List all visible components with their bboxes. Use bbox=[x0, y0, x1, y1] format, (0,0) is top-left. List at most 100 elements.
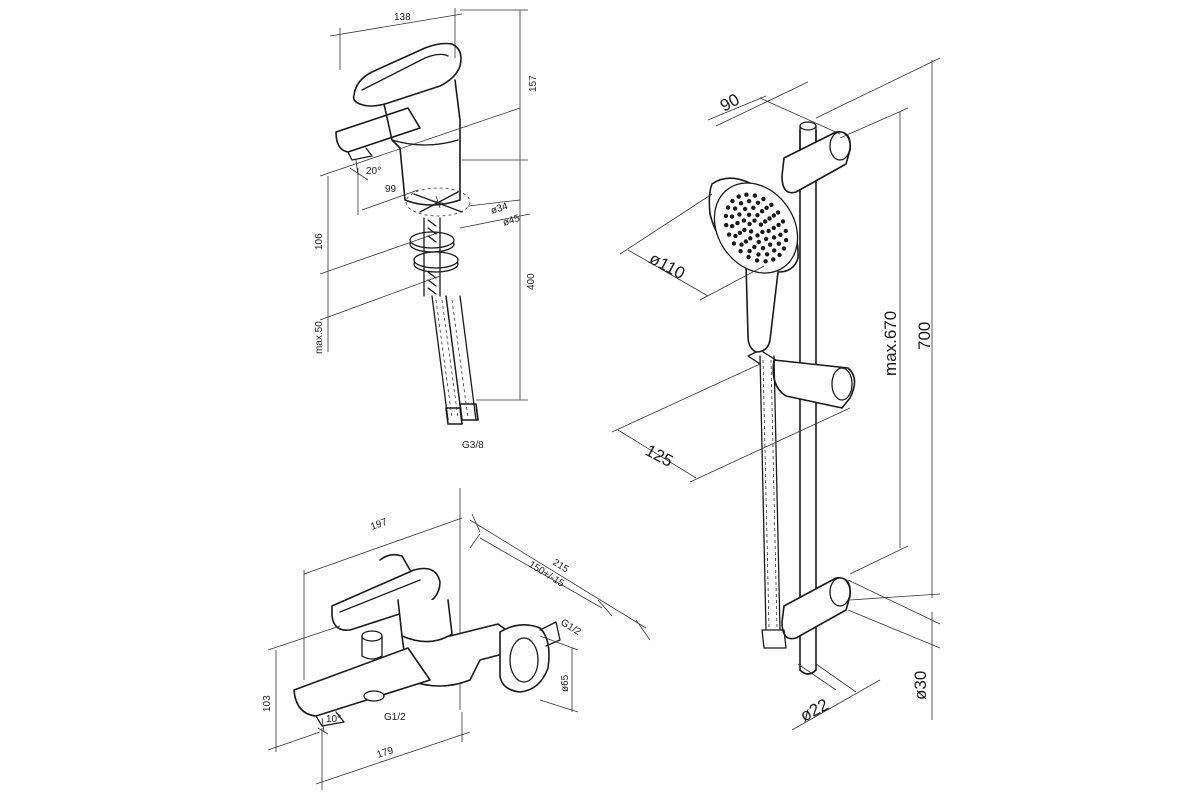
nozzle-dot bbox=[751, 205, 756, 210]
dim-label-90: 90 bbox=[717, 90, 743, 116]
nozzle-dot bbox=[725, 205, 731, 210]
nozzle-dot bbox=[776, 222, 781, 228]
nozzle-dot bbox=[759, 209, 765, 214]
rail-slider bbox=[772, 359, 856, 409]
nozzle-dot bbox=[755, 233, 760, 238]
nozzle-dot bbox=[746, 199, 752, 204]
nozzle-dot bbox=[752, 193, 758, 198]
dim-label-138: 138 bbox=[394, 12, 411, 23]
nozzle-dot bbox=[737, 230, 743, 236]
bath-mixer: 197 215 150+/-15 G1/2 10° G1/2 bbox=[262, 488, 651, 790]
dim-label-197: 197 bbox=[369, 517, 389, 533]
nozzle-dot bbox=[752, 218, 757, 223]
shower-set: 90 ø110 125 max.670 700 ø30 ø22 bbox=[611, 57, 941, 731]
nozzle-dot bbox=[754, 258, 760, 263]
nozzle-dot bbox=[735, 220, 740, 226]
nozzle-dot bbox=[781, 246, 787, 251]
nozzle-dot bbox=[730, 198, 735, 204]
nozzle-dot bbox=[767, 216, 772, 221]
nozzle-dot bbox=[742, 206, 748, 212]
nozzle-dot bbox=[783, 228, 788, 234]
dim-label-d110: ø110 bbox=[646, 249, 688, 283]
nozzle-dot bbox=[723, 213, 729, 219]
nozzle-dot bbox=[747, 248, 752, 254]
nozzle-dot bbox=[724, 222, 729, 228]
nozzle-dot bbox=[755, 213, 760, 218]
nozzle-dot bbox=[760, 229, 765, 235]
nozzle-dot bbox=[752, 244, 757, 250]
shower-nozzles bbox=[723, 192, 789, 264]
dim-label-d22: ø22 bbox=[797, 695, 832, 726]
nozzle-dot bbox=[766, 228, 771, 234]
dim-label-700: 700 bbox=[915, 322, 934, 350]
basin-lever bbox=[352, 42, 462, 107]
dim-label-10deg: 10° bbox=[326, 714, 341, 725]
nozzle-dot bbox=[741, 218, 747, 223]
nozzle-dot bbox=[756, 252, 761, 257]
dim-label-125: 125 bbox=[642, 441, 676, 471]
dim-label-20deg: 20° bbox=[366, 166, 381, 177]
dim-label-157: 157 bbox=[528, 75, 539, 92]
dim-label-d45: ø45 bbox=[502, 213, 522, 229]
nozzle-dot bbox=[748, 229, 754, 234]
nozzle-dot bbox=[771, 213, 776, 218]
nozzle-dot bbox=[771, 225, 776, 231]
basin-mixer: 138 157 20° 99 ø34 ø45 bbox=[314, 8, 539, 451]
nozzle-dot bbox=[763, 259, 768, 264]
nozzle-dot bbox=[743, 239, 749, 244]
nozzle-dot bbox=[744, 192, 749, 197]
nozzle-dot bbox=[777, 252, 782, 258]
dim-label-g12-top: G1/2 bbox=[558, 617, 583, 638]
nozzle-dot bbox=[776, 241, 781, 246]
nozzle-dot bbox=[748, 236, 753, 241]
dim-138: 138 bbox=[329, 8, 463, 70]
nozzle-dot bbox=[780, 219, 786, 224]
nozzle-dot bbox=[746, 254, 751, 260]
nozzle-dot bbox=[775, 210, 781, 215]
bath-lever bbox=[331, 567, 441, 632]
nozzle-dot bbox=[729, 223, 735, 229]
nozzle-dot bbox=[761, 196, 766, 202]
nozzle-dot bbox=[733, 233, 738, 239]
dim-label-d65: ø65 bbox=[560, 674, 571, 692]
nozzle-dot bbox=[742, 227, 747, 233]
dim-label-g38: G3/8 bbox=[462, 440, 484, 451]
nozzle-dot bbox=[768, 242, 773, 247]
shower-hose bbox=[759, 355, 781, 631]
dim-label-max50: max.50 bbox=[314, 321, 325, 354]
nozzle-dot bbox=[772, 248, 777, 253]
nozzle-dot bbox=[736, 194, 741, 199]
shower-rail bbox=[799, 129, 817, 675]
nozzle-dot bbox=[763, 236, 769, 242]
dim-label-106: 106 bbox=[314, 233, 325, 250]
basin-body bbox=[383, 79, 461, 206]
nozzle-dot bbox=[746, 212, 752, 217]
nozzle-dot bbox=[732, 206, 738, 211]
nozzle-dot bbox=[738, 249, 743, 254]
basin-spout bbox=[335, 107, 421, 153]
nozzle-dot bbox=[764, 252, 770, 257]
dim-label-d34: ø34 bbox=[490, 201, 510, 217]
nozzle-dot bbox=[778, 232, 783, 237]
nozzle-dot bbox=[756, 239, 761, 245]
dim-label-g12-bottom: G1/2 bbox=[384, 712, 406, 723]
nozzle-dot bbox=[771, 235, 777, 240]
nozzle-dot bbox=[758, 222, 764, 227]
dim-label-400: 400 bbox=[526, 273, 537, 290]
nozzle-dot bbox=[783, 237, 789, 243]
nozzle-dot bbox=[747, 221, 752, 227]
nozzle-dot bbox=[726, 232, 732, 237]
dim-label-103: 103 bbox=[262, 695, 273, 712]
nozzle-dot bbox=[738, 201, 744, 206]
dim-157: 157 bbox=[460, 9, 539, 160]
nozzle-dot bbox=[764, 205, 769, 210]
nozzle-dot bbox=[729, 214, 735, 219]
nozzle-dot bbox=[771, 257, 776, 262]
nozzle-dot bbox=[739, 242, 744, 247]
nozzle-dot bbox=[737, 212, 742, 217]
dim-label-d30: ø30 bbox=[911, 671, 930, 700]
nozzle-dot bbox=[755, 200, 761, 205]
dim-label-max670: max.670 bbox=[881, 311, 900, 376]
nozzle-dot bbox=[760, 246, 766, 251]
